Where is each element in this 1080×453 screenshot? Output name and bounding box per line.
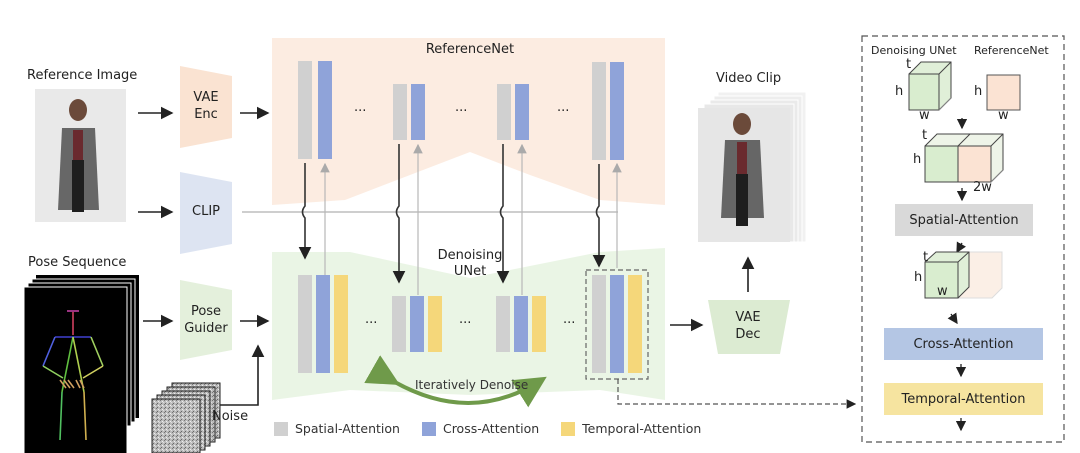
video-person-figure xyxy=(721,113,764,226)
inset-dim-h-1: h xyxy=(895,84,904,99)
inset-concat-cube xyxy=(924,133,1004,183)
vae-dec-label-line2: Dec xyxy=(735,327,761,342)
reference-person-figure xyxy=(58,99,99,212)
inset-dim-t-2: t xyxy=(922,128,928,143)
inset-dim-h-2: h xyxy=(974,84,983,99)
iteratively-denoise-label: Iteratively Denoise xyxy=(415,378,529,392)
vae-enc-label: VAE Enc xyxy=(180,89,232,123)
legend-swatch-temporal xyxy=(561,421,576,436)
inset-spatial-attention: Spatial-Attention xyxy=(895,204,1033,236)
pose-sequence-label: Pose Sequence xyxy=(28,255,127,270)
inset-dim-2w: 2w xyxy=(973,180,992,195)
vae-dec-label: VAE Dec xyxy=(720,309,776,343)
inset-denoising-unet-label: Denoising UNet xyxy=(871,44,957,57)
reference-net-title: ReferenceNet xyxy=(425,42,515,57)
inset-frame xyxy=(861,35,1065,443)
legend: Spatial-Attention Cross-Attention Tempor… xyxy=(274,421,701,436)
pose-sequence-stack xyxy=(23,275,139,453)
inset-dim-h-4: h xyxy=(914,270,923,285)
vae-enc-label-line2: Enc xyxy=(194,107,218,122)
ellipsis-ref-3: ··· xyxy=(557,104,570,119)
inset-dim-w-1: w xyxy=(919,108,930,123)
vae-dec-label-line1: VAE xyxy=(735,310,761,325)
inset-dim-w-3: w xyxy=(937,284,948,299)
legend-item-spatial: Spatial-Attention xyxy=(274,421,400,436)
denoising-unet-title-line2: UNet xyxy=(453,264,487,279)
pose-guider-block xyxy=(180,280,232,360)
legend-swatch-spatial xyxy=(274,421,288,436)
noise-stack xyxy=(151,382,221,453)
inset-temporal-attention: Temporal-Attention xyxy=(884,383,1043,415)
ellipsis-unet-3: ··· xyxy=(563,316,576,331)
noise-label: Noise xyxy=(212,409,249,424)
reference-image-label: Reference Image xyxy=(27,68,138,83)
legend-label-spatial: Spatial-Attention xyxy=(295,421,400,436)
reference-net-background xyxy=(272,38,665,205)
inset-split-cube xyxy=(924,251,1003,299)
denoising-unet-title-line1: Denoising xyxy=(437,248,503,263)
inset-dim-t-3: t xyxy=(923,250,929,265)
legend-swatch-cross xyxy=(421,421,436,436)
ellipsis-ref-2: ··· xyxy=(455,104,468,119)
pose-guider-label-line1: Pose xyxy=(190,304,222,319)
inset-dim-w-2: w xyxy=(998,108,1009,123)
inset-reference-square xyxy=(986,74,1021,111)
pose-guider-label-line2: Guider xyxy=(184,321,228,336)
clip-label: CLIP xyxy=(192,204,220,219)
denoising-unet-title: Denoising UNet xyxy=(420,248,520,280)
video-clip-label: Video Clip xyxy=(716,71,782,86)
vae-dec-block xyxy=(708,300,790,354)
ellipsis-unet-1: ··· xyxy=(365,316,378,331)
inset-reference-net-label: ReferenceNet xyxy=(974,44,1049,57)
legend-label-cross: Cross-Attention xyxy=(442,421,540,436)
inset-dim-t-1: t xyxy=(906,57,912,72)
legend-item-temporal: Temporal-Attention xyxy=(561,421,701,436)
legend-item-cross: Cross-Attention xyxy=(421,421,540,436)
pose-guider-label: Pose Guider xyxy=(180,303,232,337)
inset-unet-cube xyxy=(908,61,952,111)
inset-dim-h-3: h xyxy=(913,152,922,167)
inset-cross-attention: Cross-Attention xyxy=(884,328,1043,360)
clip-block xyxy=(180,172,232,254)
ellipsis-ref-1: ··· xyxy=(354,104,367,119)
ellipsis-unet-2: ··· xyxy=(459,316,472,331)
vae-enc-block xyxy=(180,66,232,148)
vae-enc-label-line1: VAE xyxy=(193,90,219,105)
legend-label-temporal: Temporal-Attention xyxy=(582,421,702,436)
